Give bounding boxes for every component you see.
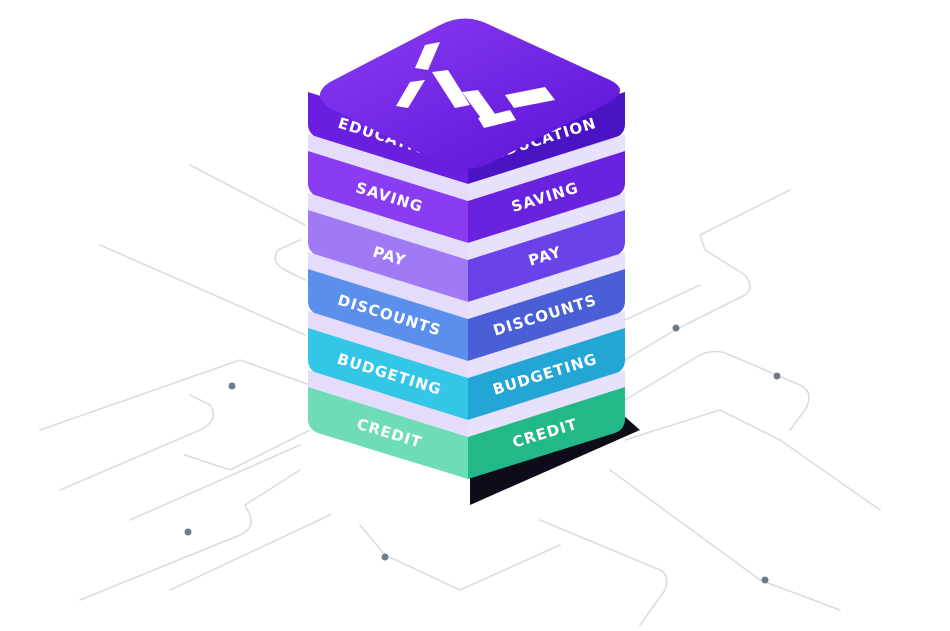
- circuit-node: [761, 576, 769, 584]
- layer-separator: [468, 134, 625, 201]
- circuit-nodes: [184, 324, 781, 584]
- layer-right-face: [468, 210, 625, 302]
- circuit-line: [624, 409, 881, 511]
- circuit-line: [539, 519, 668, 626]
- layer-separator: [308, 193, 468, 260]
- circuit-line: [624, 350, 810, 431]
- layer-separator: [468, 193, 625, 260]
- circuit-node: [773, 372, 781, 380]
- layer-separator: [308, 370, 468, 437]
- circuit-node: [672, 324, 680, 332]
- circuit-line: [129, 444, 301, 521]
- circuit-line: [79, 469, 301, 601]
- layer-right-face: [468, 328, 625, 420]
- circuit-node: [184, 528, 192, 536]
- circuit-line: [99, 244, 306, 336]
- layer-separator: [468, 370, 625, 437]
- layer-right-face: [468, 92, 625, 184]
- circuit-line: [184, 429, 311, 471]
- circuit-line: [59, 394, 215, 491]
- layer-separator: [468, 252, 625, 319]
- circuit-line: [169, 514, 331, 591]
- circuit-line: [609, 469, 841, 611]
- layer-left-face: [308, 151, 468, 243]
- stack-top-platform: [320, 18, 620, 169]
- circuit-line: [39, 359, 311, 431]
- layer-separator: [308, 311, 468, 378]
- layer-left-face: [308, 269, 468, 361]
- layer-left-face: [308, 210, 468, 302]
- circuit-node: [381, 553, 389, 561]
- layer-left-face: [308, 387, 468, 479]
- circuit-node: [228, 382, 236, 390]
- layer-separator: [468, 311, 625, 378]
- layer-separator: [308, 134, 468, 201]
- circuit-line: [624, 189, 791, 361]
- circuit-lines: [39, 164, 881, 626]
- circuit-line: [359, 524, 561, 591]
- layer-separator: [308, 252, 468, 319]
- layer-right-face: [468, 269, 625, 361]
- circuit-line: [274, 239, 306, 281]
- circuit-line: [189, 164, 306, 226]
- layer-left-face: [308, 328, 468, 420]
- layer-right-face: [468, 151, 625, 243]
- wm-logo-icon: [396, 42, 555, 128]
- circuit-line: [624, 284, 701, 321]
- layer-right-face: [468, 387, 625, 479]
